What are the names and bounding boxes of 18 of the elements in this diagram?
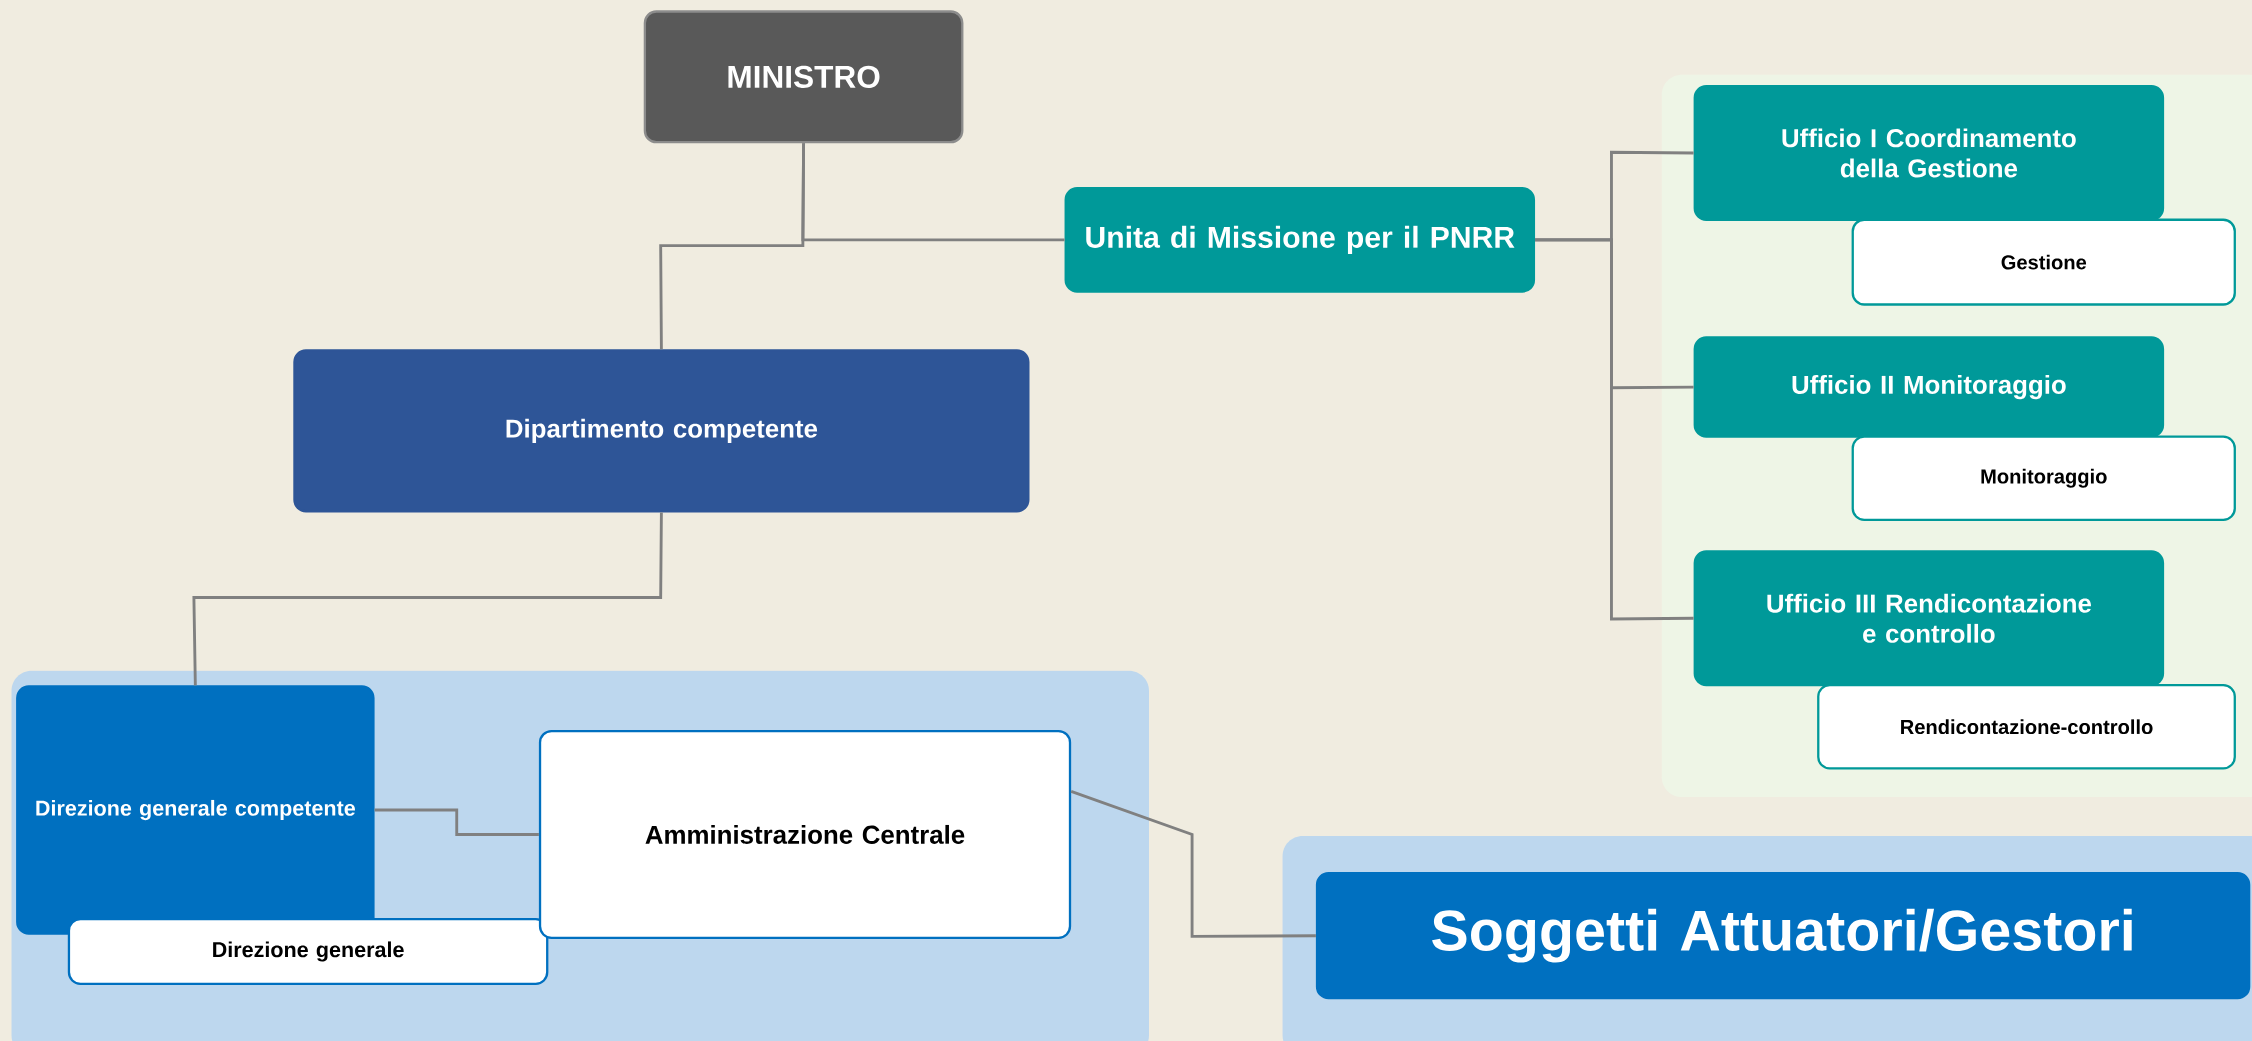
unit-box: Unita di Missione per il PNRR (1064, 186, 1536, 293)
actors-box: Soggetti Attuatori/Gestori (1315, 871, 2251, 1000)
office-box: Ufficio I Coordinamento della Gestione (1693, 84, 2165, 221)
department-box: Dipartimento competente (293, 349, 1030, 513)
function-box: Rendicontazione-controllo (1817, 683, 2236, 770)
office-box: Ufficio III Rendicontazione e controllo (1693, 550, 2165, 687)
directorate-label-box: Direzione generale (67, 917, 549, 985)
connector-line (374, 808, 539, 836)
directorate-box: Direzione generale competente (16, 685, 375, 935)
function-box: Monitoraggio (1851, 435, 2236, 521)
connector-line (1535, 238, 1694, 621)
administration-box: Amministrazione Centrale (538, 729, 1072, 939)
connector-line (192, 512, 663, 686)
connector-line (659, 143, 805, 350)
ministry-box: MINISTRO (643, 10, 964, 144)
function-box: Gestione (1851, 218, 2236, 306)
office-box: Ufficio II Monitoraggio (1693, 336, 2165, 438)
connector-line (1070, 789, 1316, 938)
